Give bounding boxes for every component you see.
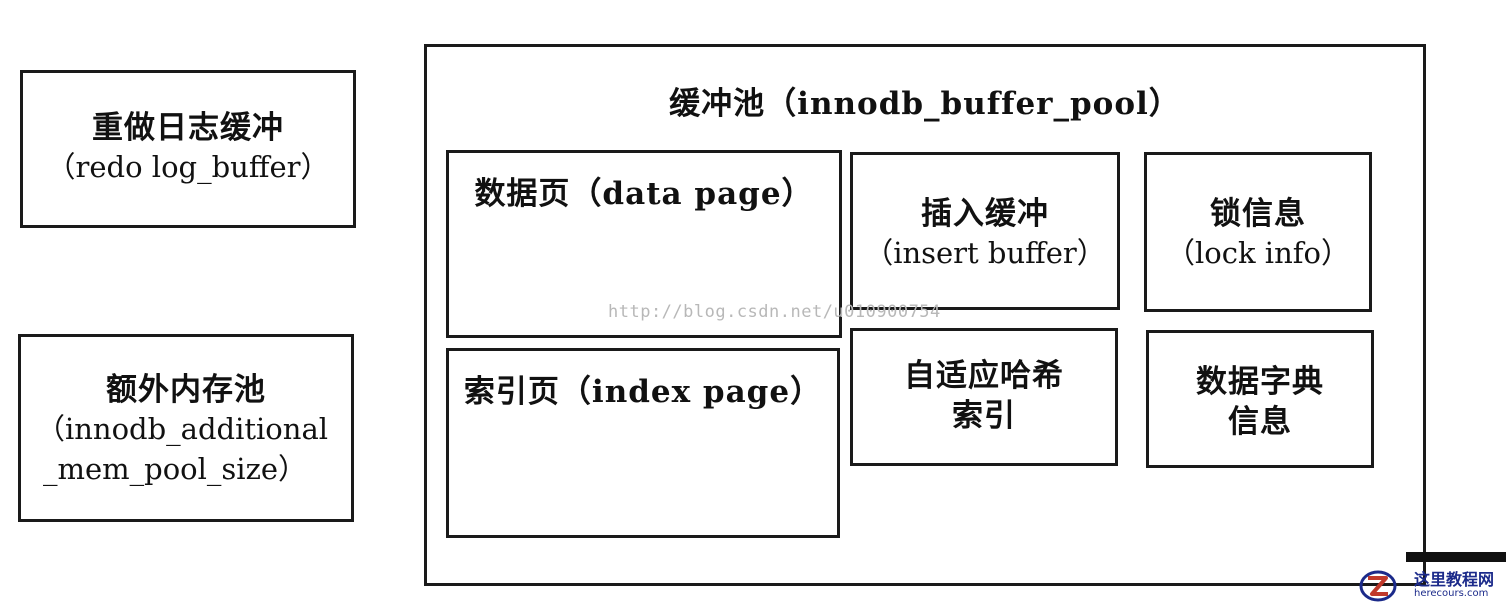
insert-buffer-title: 插入缓冲	[921, 196, 1049, 232]
adaptive-hash-index-line1: 自适应哈希	[904, 358, 1064, 394]
additional-mem-pool-title: 额外内存池	[106, 372, 266, 408]
logo-url: herecours.com	[1414, 588, 1489, 599]
data-dictionary-line2: 信息	[1228, 404, 1292, 440]
index-page-box: 索引页（index page）	[446, 348, 840, 538]
insert-buffer-subtitle: （insert buffer）	[864, 236, 1106, 270]
z-logo-icon	[1359, 570, 1397, 602]
data-page-label: 数据页（data page）	[474, 176, 814, 212]
additional-mem-pool-line2: （innodb_additional	[35, 412, 329, 446]
data-page-box: 数据页（data page）	[446, 150, 842, 338]
logo-name: 这里教程网	[1414, 570, 1495, 589]
insert-buffer-box: 插入缓冲 （insert buffer）	[850, 152, 1120, 310]
additional-mem-pool-box: 额外内存池 （innodb_additional _mem_pool_size）	[18, 334, 354, 522]
redo-log-buffer-box: 重做日志缓冲 （redo log_buffer）	[20, 70, 356, 228]
watermark-text: http://blog.csdn.net/u010900754	[608, 302, 941, 322]
lock-info-title: 锁信息	[1210, 196, 1306, 232]
buffer-pool-title-text: 缓冲池（innodb_buffer_pool）	[669, 86, 1181, 122]
logo-bar	[1406, 552, 1506, 562]
buffer-pool-title: 缓冲池（innodb_buffer_pool）	[427, 85, 1423, 124]
redo-log-buffer-subtitle: （redo log_buffer）	[46, 150, 330, 184]
lock-info-box: 锁信息 （lock info）	[1144, 152, 1372, 312]
additional-mem-pool-line3: _mem_pool_size）	[43, 452, 308, 486]
redo-log-buffer-title: 重做日志缓冲	[92, 110, 284, 146]
index-page-label: 索引页（index page）	[463, 374, 823, 410]
site-logo[interactable]: 这里教程网 herecours.com	[1356, 552, 1506, 608]
lock-info-subtitle: （lock info）	[1166, 236, 1350, 270]
data-dictionary-line1: 数据字典	[1196, 364, 1324, 400]
adaptive-hash-index-box: 自适应哈希 索引	[850, 328, 1118, 466]
data-dictionary-box: 数据字典 信息	[1146, 330, 1374, 468]
adaptive-hash-index-line2: 索引	[952, 398, 1016, 434]
